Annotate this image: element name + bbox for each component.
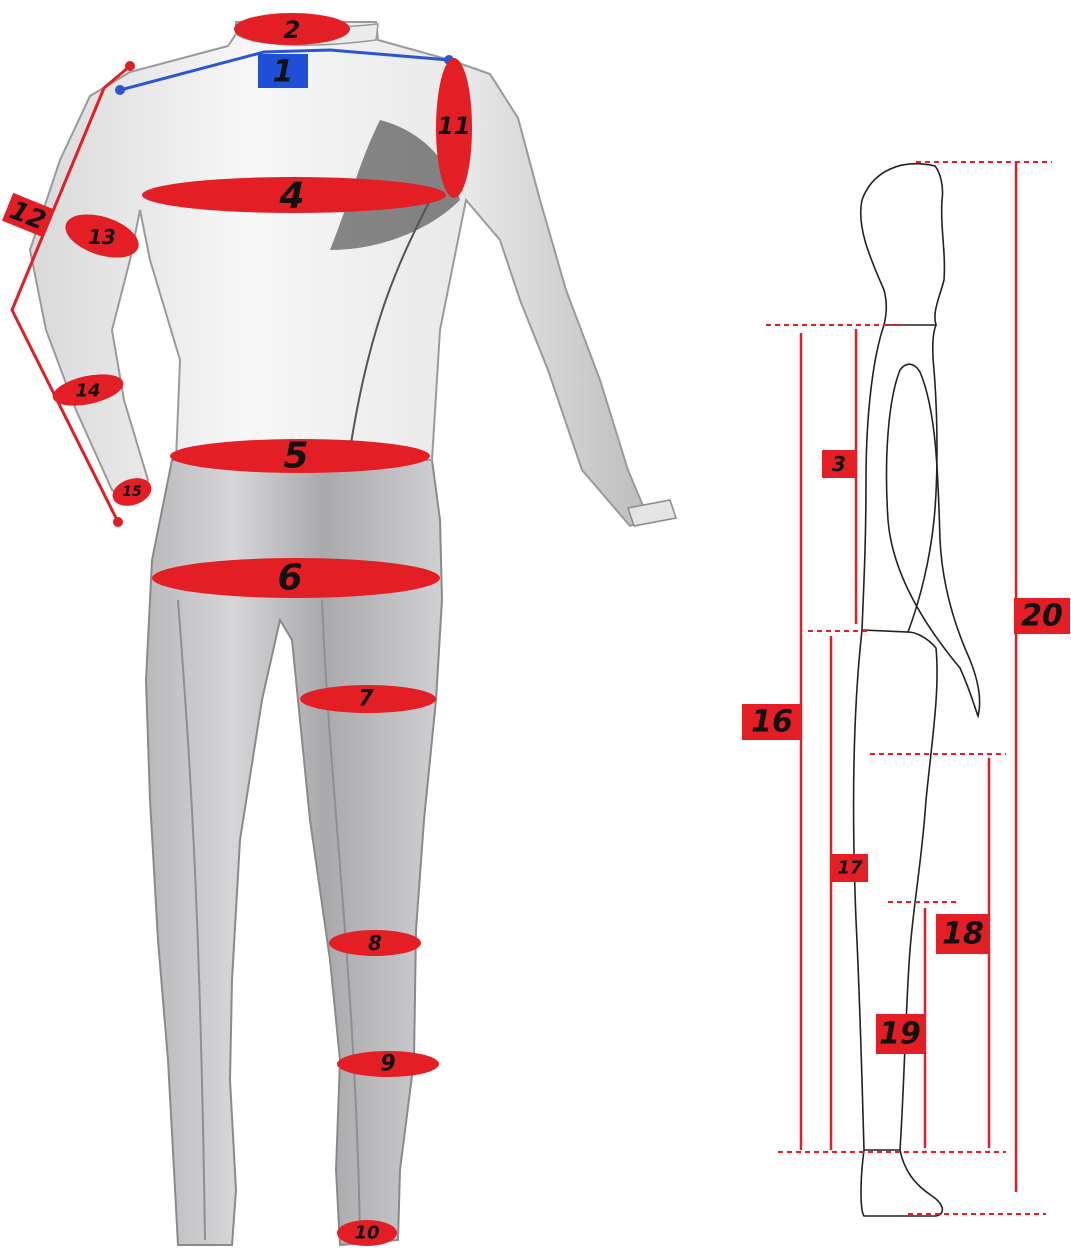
marker-18-knee-height: 18 [936, 914, 990, 954]
marker-label-16: 16 [751, 705, 793, 740]
marker-label-2: 2 [284, 16, 301, 44]
marker-label-18: 18 [942, 917, 984, 952]
profile-arm-outline [887, 364, 980, 716]
marker-label-6: 6 [277, 558, 302, 599]
side-measure-lines [766, 162, 1052, 1214]
marker-19-calf-height: 19 [876, 1014, 924, 1054]
marker-label-3: 3 [832, 452, 846, 476]
marker-8-knee: 8 [329, 930, 421, 956]
marker-3-back-length: 3 [822, 450, 856, 478]
marker-label-7: 7 [358, 687, 374, 712]
side-profile-figure [854, 164, 980, 1216]
marker-11-shoulder: 11 [436, 58, 472, 198]
marker-20-total-height: 20 [1014, 598, 1070, 634]
marker-17-leg-length: 17 [832, 854, 868, 882]
marker-10-ankle: 10 [337, 1220, 397, 1246]
marker-label-15: 15 [122, 484, 142, 500]
marker-7-thigh: 7 [300, 685, 436, 713]
marker-label-5: 5 [283, 436, 308, 477]
marker-label-13: 13 [88, 225, 116, 249]
marker-9-calf: 9 [337, 1051, 439, 1077]
marker-label-19: 19 [879, 1017, 921, 1052]
marker-16-inseam-full: 16 [742, 704, 802, 740]
marker-label-4: 4 [278, 176, 304, 217]
profile-head-outline [861, 164, 945, 325]
marker-label-17: 17 [837, 858, 863, 879]
marker-label-10: 10 [354, 1223, 379, 1244]
marker-label-8: 8 [368, 931, 382, 955]
profile-foot-outline [861, 1150, 942, 1216]
marker-label-11: 11 [437, 112, 470, 140]
marker-label-1: 1 [273, 55, 294, 90]
marker-label-9: 9 [380, 1052, 395, 1077]
marker-2-neck: 2 [234, 13, 350, 45]
marker-label-20: 20 [1021, 599, 1063, 634]
marker-label-14: 14 [75, 381, 100, 402]
